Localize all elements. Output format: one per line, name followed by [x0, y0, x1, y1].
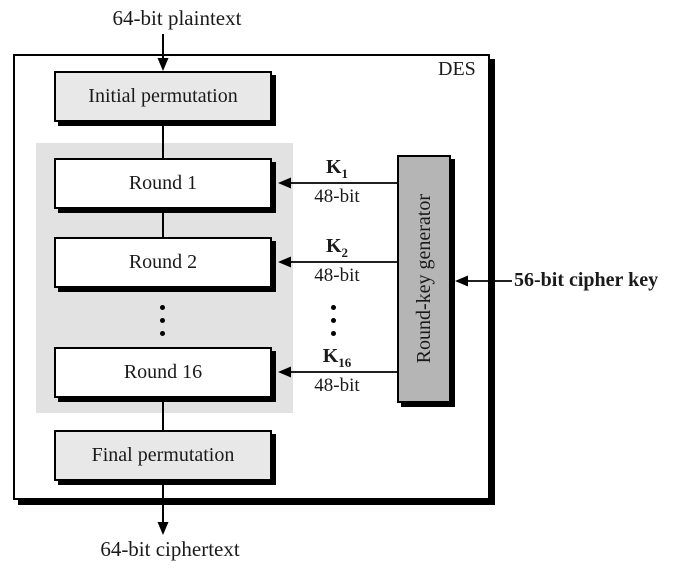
- key-2-name: K: [325, 235, 342, 257]
- key-2-label: K2: [287, 235, 387, 264]
- round-1-box: Round 1: [54, 158, 272, 209]
- initial-permutation-box: Initial permutation: [54, 71, 272, 122]
- plaintext-label: 64-bit plaintext: [112, 6, 242, 30]
- ellipsis-dot: [160, 305, 165, 310]
- key-2-size: 48-bit: [314, 265, 360, 286]
- key-16-size: 48-bit: [314, 375, 360, 396]
- key-16-name: K: [322, 345, 339, 367]
- cipher-key-label: 56-bit cipher key: [514, 269, 659, 291]
- final-permutation-box: Final permutation: [54, 430, 272, 481]
- final-permutation-label: Final permutation: [91, 444, 235, 466]
- key-1-label: K1: [287, 156, 387, 185]
- ciphertext-arrowhead: [157, 522, 169, 535]
- des-box: [13, 54, 490, 500]
- ellipsis-dot: [160, 318, 165, 323]
- round-2-label: Round 2: [128, 251, 198, 273]
- ciphertext-label: 64-bit ciphertext: [100, 537, 240, 561]
- key-1-subscript: 1: [341, 166, 349, 181]
- round-16-box: Round 16: [54, 347, 272, 398]
- round-16-label: Round 16: [123, 361, 203, 383]
- ellipsis-dot: [331, 318, 336, 323]
- keys-ellipsis: [331, 305, 336, 336]
- key-1-size: 48-bit: [314, 186, 360, 207]
- key-1-name: K: [325, 156, 342, 178]
- round-key-generator-box: Round-key generator: [397, 155, 451, 403]
- ellipsis-dot: [160, 331, 165, 336]
- round-key-generator-label: Round-key generator: [412, 194, 435, 364]
- ellipsis-dot: [331, 305, 336, 310]
- des-title: DES: [438, 58, 476, 80]
- key-2-subscript: 2: [341, 245, 349, 260]
- key-16-label: K16: [287, 345, 387, 374]
- round-1-label: Round 1: [128, 172, 198, 194]
- key-16-subscript: 16: [338, 355, 352, 370]
- round-2-box: Round 2: [54, 237, 272, 288]
- rounds-ellipsis: [160, 305, 165, 336]
- ellipsis-dot: [331, 331, 336, 336]
- initial-permutation-label: Initial permutation: [88, 85, 238, 107]
